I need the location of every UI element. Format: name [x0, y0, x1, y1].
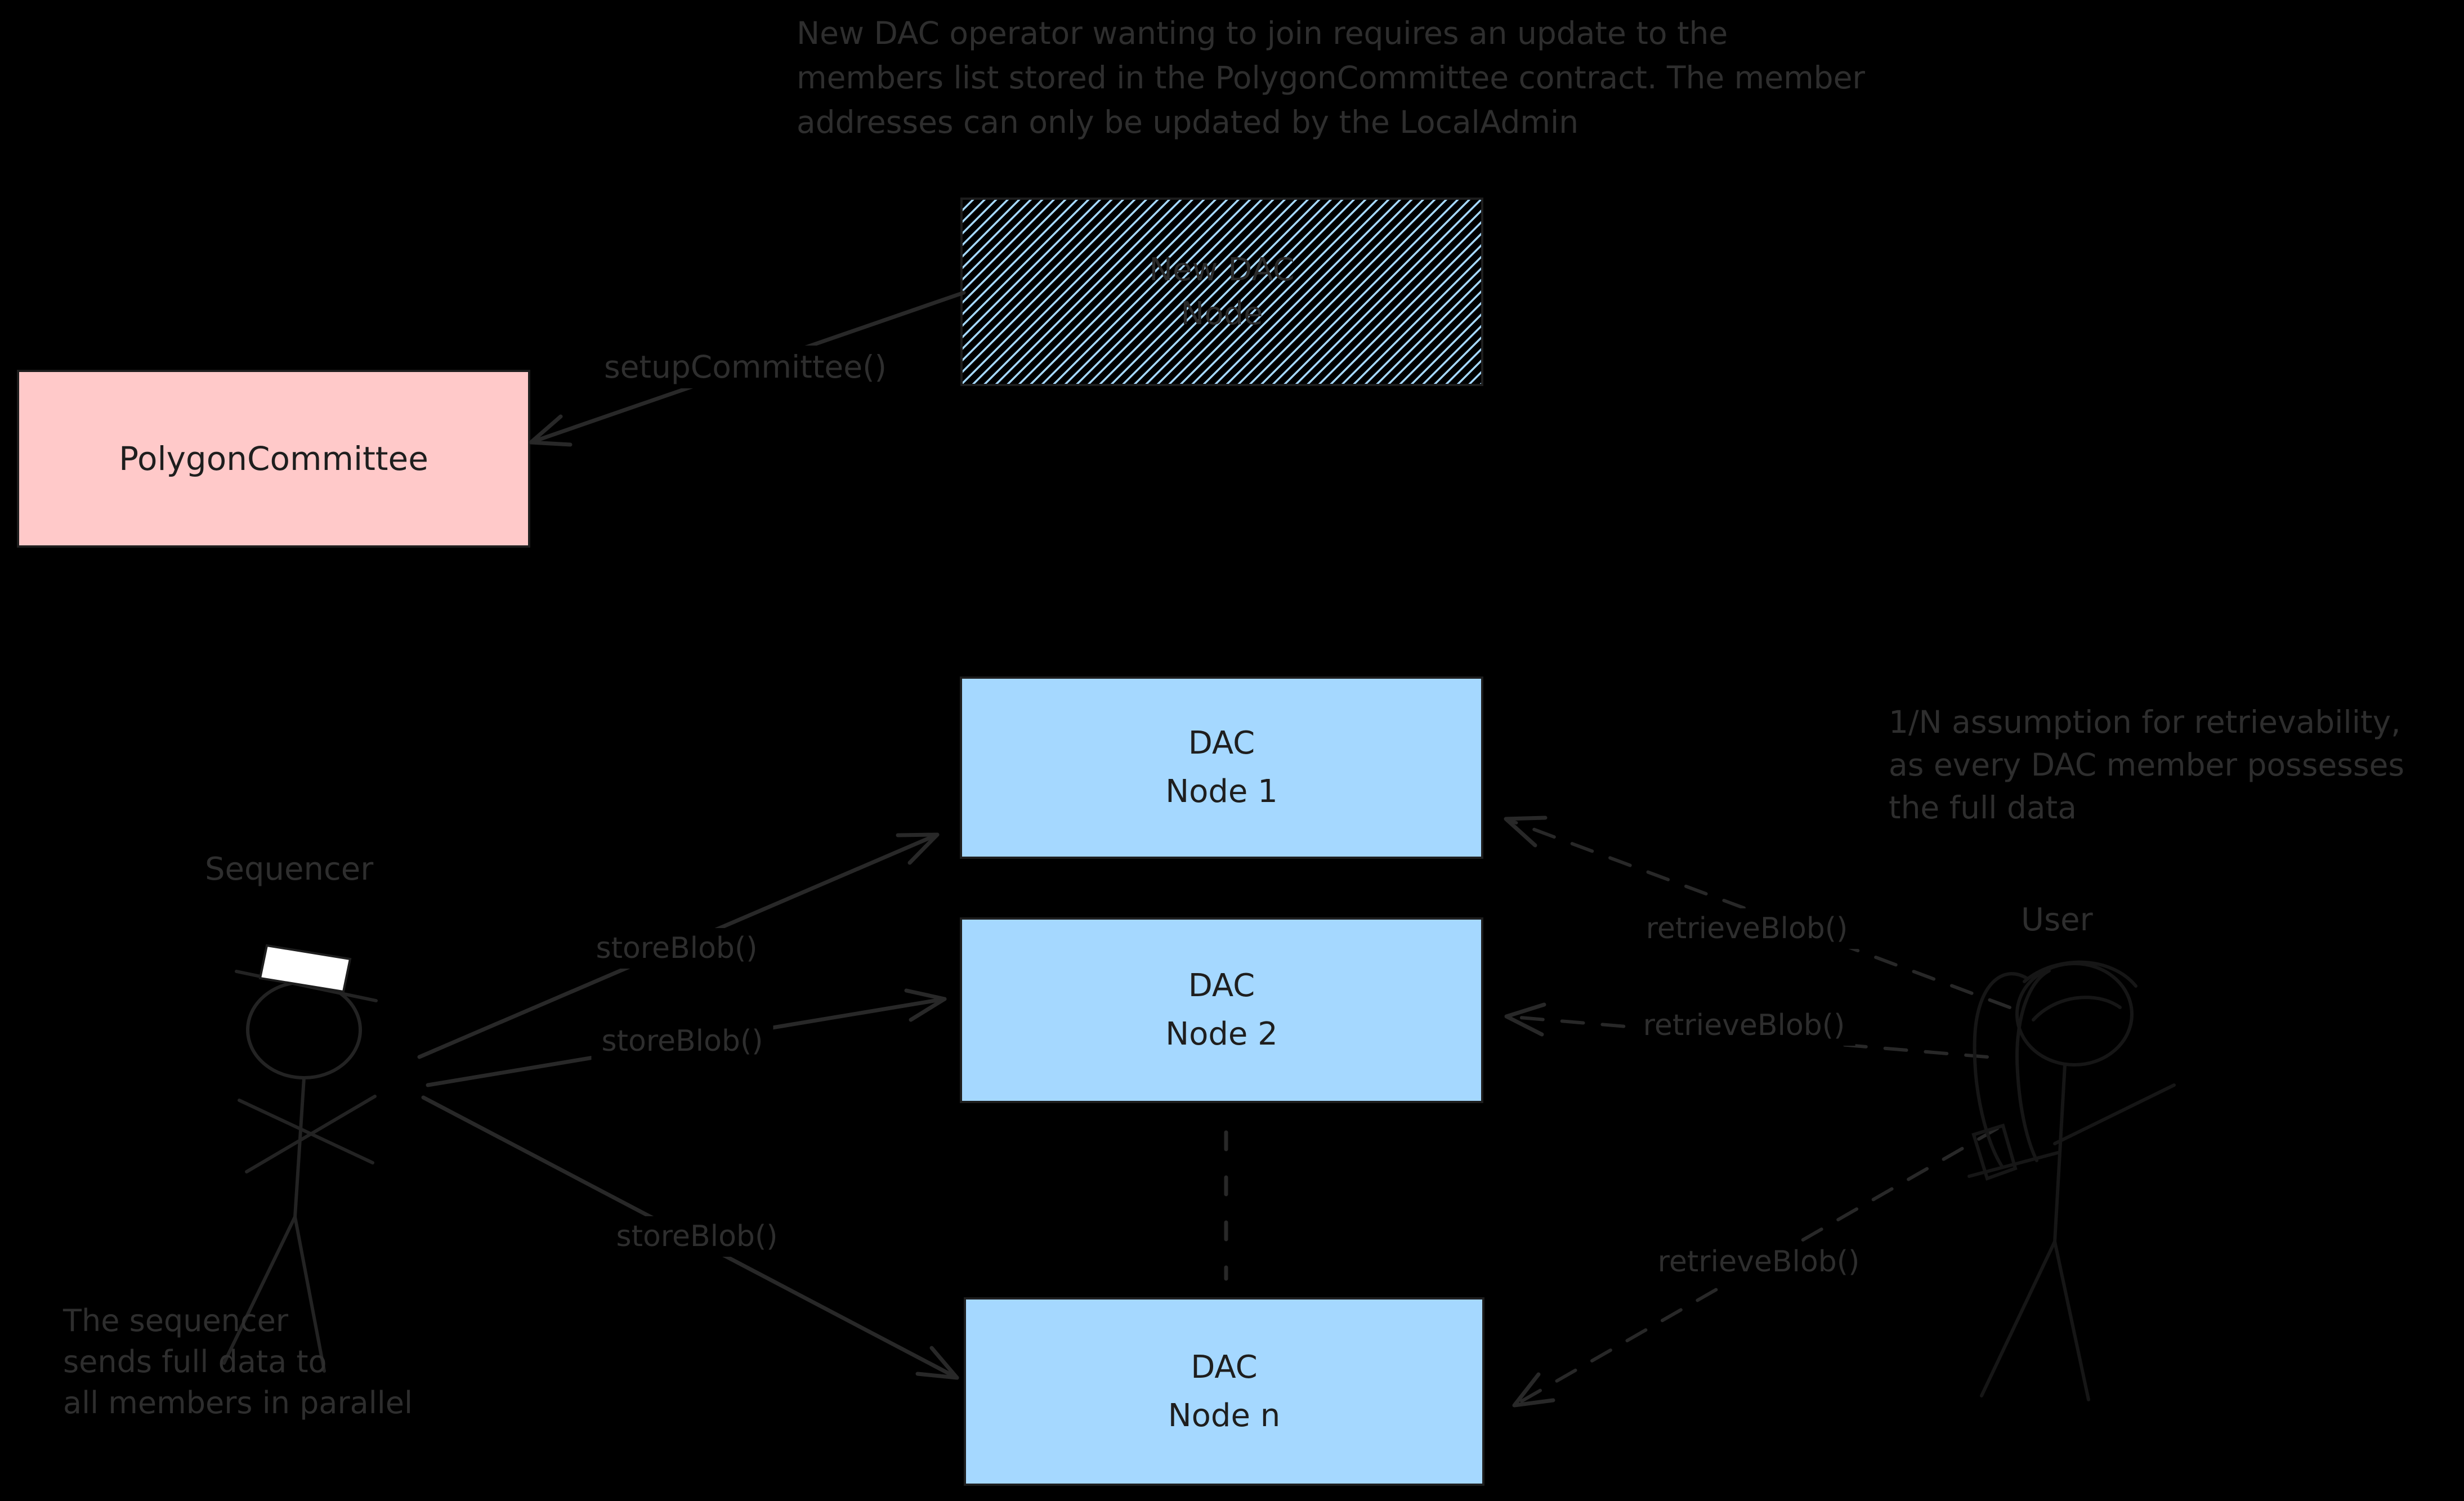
retrieve-blob-arrow-3 [1512, 1127, 1999, 1408]
note-retrievability-line2: as every DAC member possesses [1889, 747, 2404, 783]
dac-node-1-box: DAC Node 1 [960, 676, 1483, 859]
store-blob-edge-label-2: storeBlob() [591, 1021, 773, 1061]
retrieve-blob-arrow-1 [1504, 816, 2011, 1009]
note-new-dac-operator-line1: New DAC operator wanting to join require… [797, 15, 1728, 51]
note-sequencer-parallel: The sequencer sends full data to all mem… [63, 1300, 413, 1423]
polygon-committee-box: PolygonCommittee [17, 370, 530, 548]
retrieve-blob-edge-label-3: retrieveBlob() [1647, 1242, 1870, 1282]
dac-node-2-box: DAC Node 2 [960, 917, 1483, 1103]
store-blob-edge-label-3: storeBlob() [606, 1216, 788, 1257]
dac-node-n-box: DAC Node n [964, 1297, 1484, 1486]
retrieve-blob-edge-label-1: retrieveBlob() [1635, 908, 1858, 949]
note-sequencer-parallel-line2: sends full data to [63, 1344, 327, 1379]
user-person-icon [1967, 960, 2176, 1401]
setup-committee-edge-label: setupCommittee() [593, 346, 897, 388]
note-retrievability-line1: 1/N assumption for retrievability, [1889, 704, 2401, 740]
note-new-dac-operator-line3: addresses can only be updated by the Loc… [797, 104, 1579, 140]
note-new-dac-operator-line2: members list stored in the PolygonCommit… [797, 60, 1866, 96]
store-blob-edge-label-1: storeBlob() [585, 928, 768, 969]
sequencer-person-icon [222, 944, 378, 1373]
dac-node-1-label-line1: DAC [1188, 725, 1255, 761]
dac-node-2-label-line1: DAC [1188, 967, 1255, 1004]
sequencer-label: Sequencer [205, 851, 374, 888]
polygon-committee-label: PolygonCommittee [119, 440, 428, 478]
new-dac-node-label-line1: New DAC [1149, 251, 1295, 288]
note-retrievability-line3: the full data [1889, 790, 2077, 826]
retrieve-blob-edge-label-2: retrieveBlob() [1633, 1005, 1855, 1046]
note-retrievability: 1/N assumption for retrievability, as ev… [1889, 701, 2404, 829]
note-sequencer-parallel-line3: all members in parallel [63, 1385, 413, 1421]
user-label: User [2021, 902, 2093, 938]
note-sequencer-parallel-line1: The sequencer [63, 1303, 289, 1338]
dac-node-1-label-line2: Node 1 [1165, 773, 1278, 810]
dac-node-n-label-line2: Node n [1168, 1397, 1281, 1434]
dac-node-n-label-line1: DAC [1191, 1348, 1258, 1386]
dac-node-2-label-line2: Node 2 [1165, 1016, 1278, 1052]
sequencer-hat-icon [258, 944, 352, 993]
new-dac-node-box: New DAC Node [960, 198, 1483, 386]
retrieve-blob-arrow-2 [1504, 1002, 1989, 1059]
note-new-dac-operator: New DAC operator wanting to join require… [797, 11, 1865, 145]
new-dac-node-label-line2: Node [1180, 295, 1263, 332]
